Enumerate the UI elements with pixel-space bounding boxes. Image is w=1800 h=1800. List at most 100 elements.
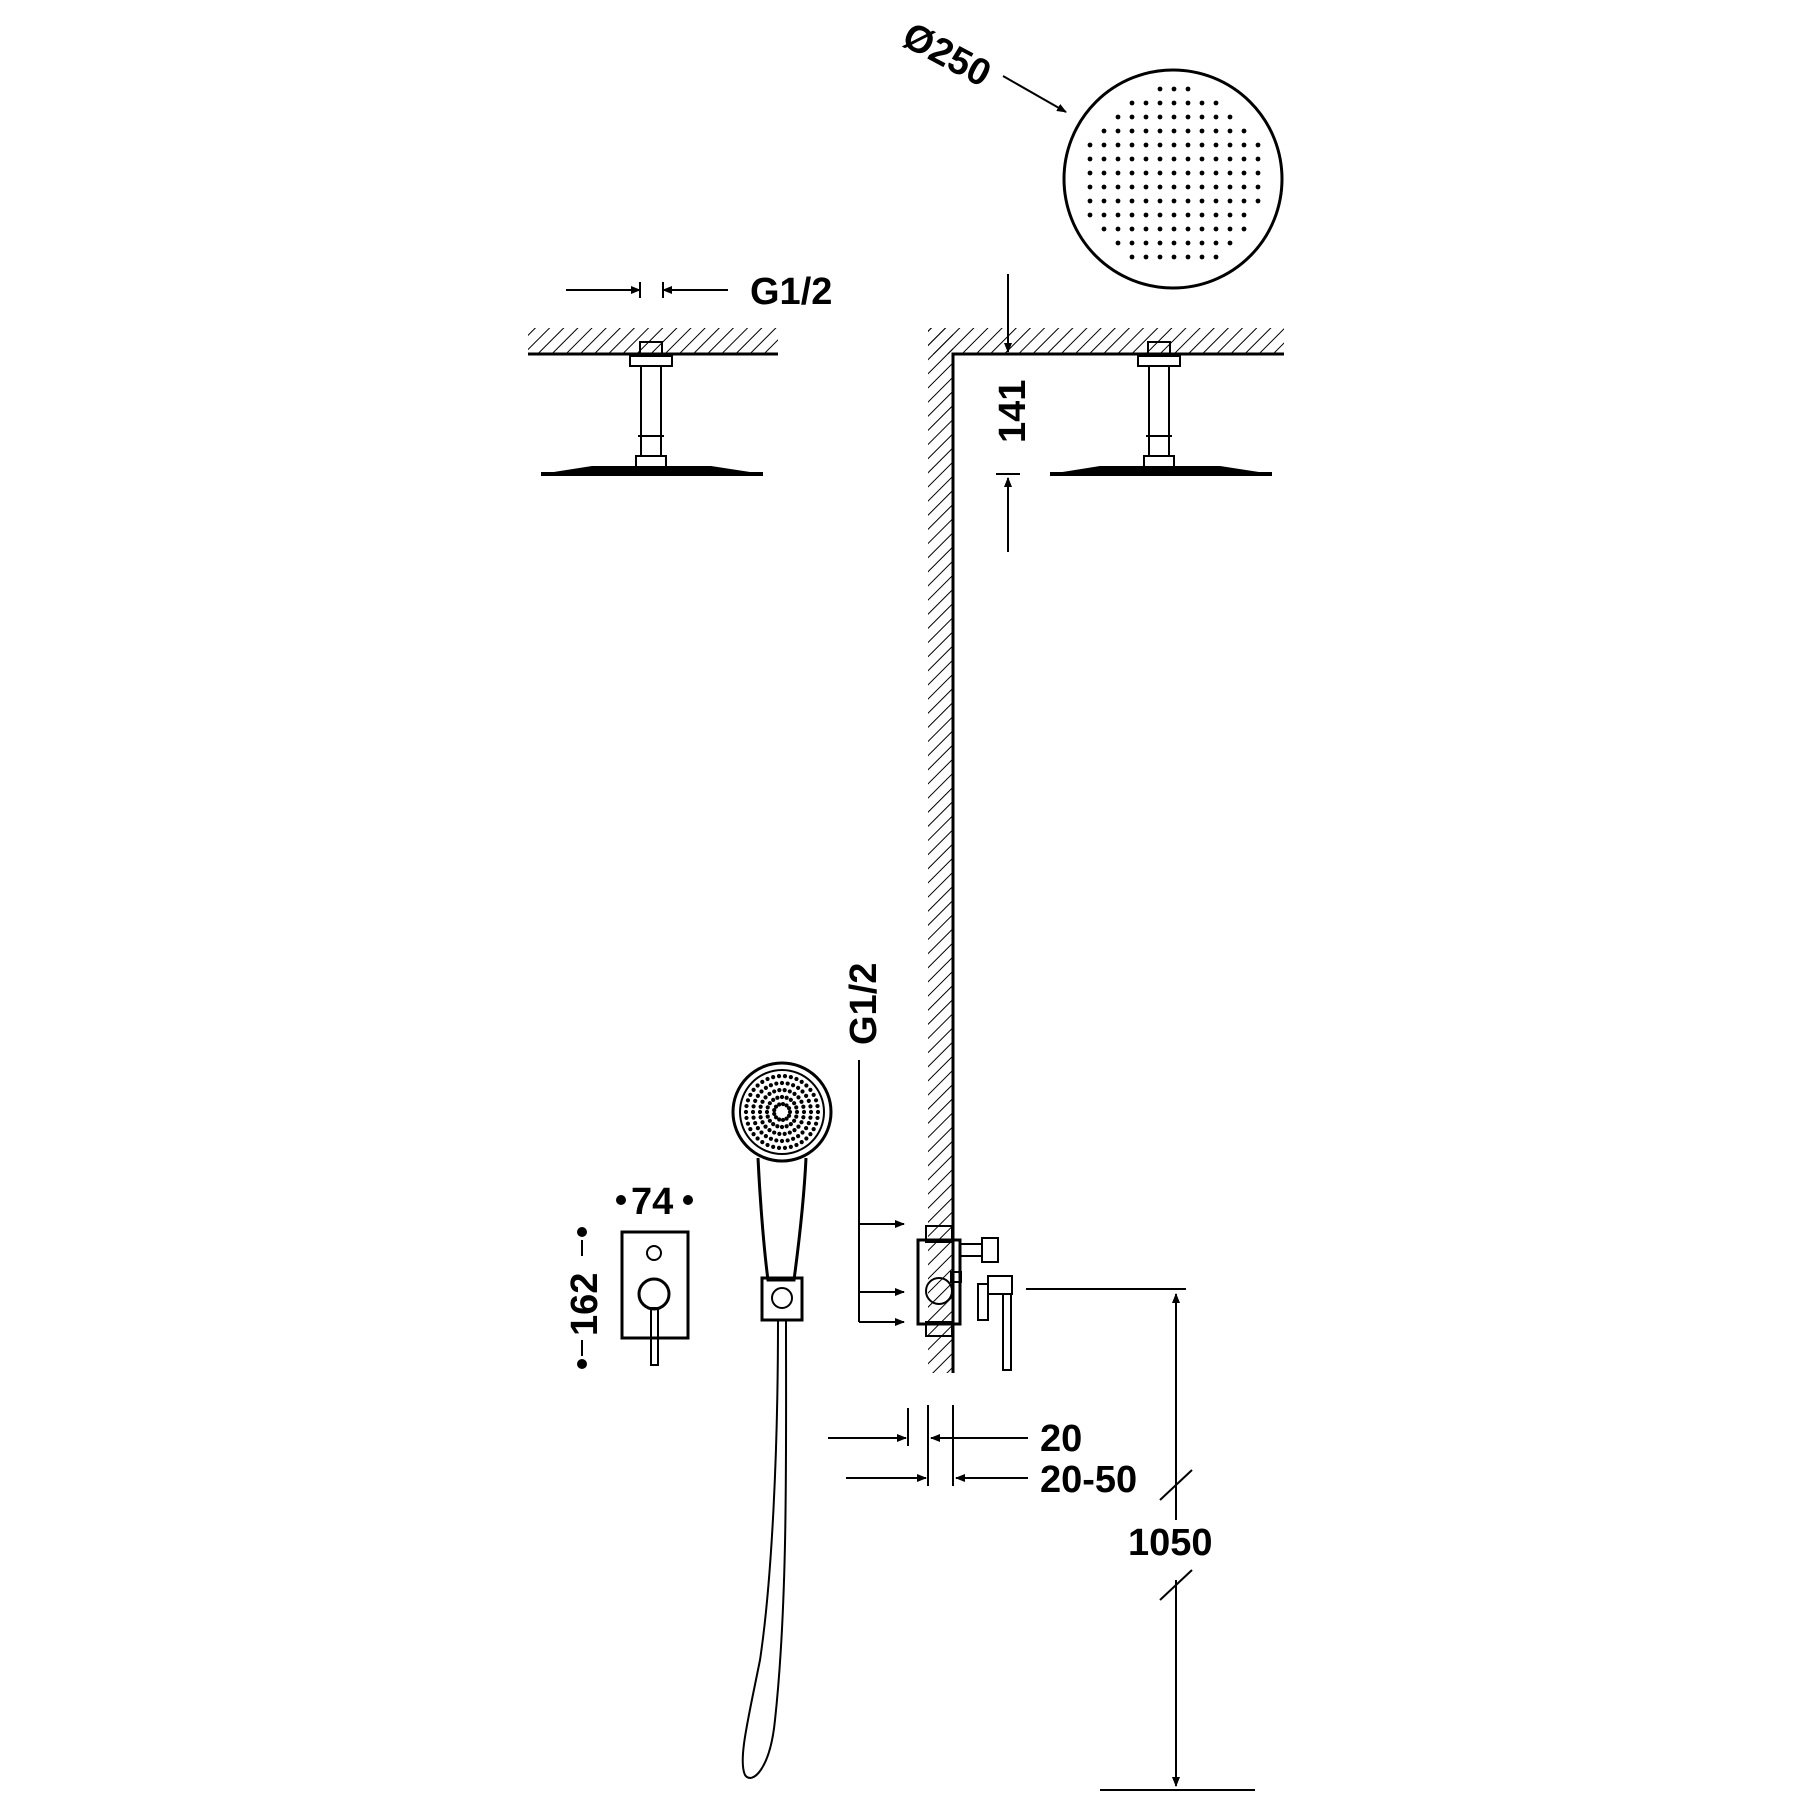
- nozzle-dot: [1143, 170, 1149, 176]
- hand-nozzle-dot: [806, 1120, 811, 1126]
- hand-nozzle-dot: [782, 1145, 788, 1150]
- hand-nozzle-dot: [792, 1091, 797, 1096]
- inlet-thread-label: G1/2: [843, 963, 885, 1045]
- nozzle-dot: [1143, 184, 1149, 190]
- ceiling-thread-label: G1/2: [750, 271, 832, 313]
- nozzle-dot: [1129, 156, 1135, 162]
- nozzle-dot: [1213, 170, 1219, 176]
- nozzle-dot: [1143, 254, 1149, 260]
- hand-nozzle-dot: [765, 1076, 770, 1082]
- hand-nozzle-dot: [808, 1109, 814, 1115]
- nozzle-dot: [1213, 254, 1219, 260]
- wall-hatch: [928, 328, 953, 1373]
- hand-nozzle-dot: [774, 1081, 779, 1086]
- nozzle-dot: [1199, 240, 1205, 246]
- nozzle-dot: [1087, 184, 1093, 190]
- hand-nozzle-dot: [780, 1101, 786, 1107]
- hand-nozzle-dot: [760, 1079, 765, 1084]
- hand-nozzle-dot: [744, 1103, 749, 1109]
- hand-nozzle-dot: [813, 1098, 819, 1103]
- nozzle-dot: [1129, 240, 1135, 246]
- shower-head-diameter-label: Ø250: [896, 15, 998, 96]
- hand-nozzle-dot: [768, 1083, 774, 1088]
- hand-nozzle-dot: [801, 1104, 806, 1109]
- hand-nozzle-dot: [763, 1085, 768, 1090]
- hand-nozzle-dot: [760, 1120, 765, 1125]
- nozzle-dot: [1199, 170, 1205, 176]
- nozzle-dot: [1185, 170, 1191, 176]
- trim-plate-front: 74 162: [564, 1181, 693, 1369]
- hand-nozzle-dot: [773, 1115, 779, 1120]
- nozzle-dot: [1157, 86, 1163, 92]
- hand-nozzle-dot: [772, 1130, 777, 1135]
- nozzle-dot: [1171, 212, 1177, 218]
- nozzle-dot: [1241, 226, 1247, 232]
- hand-nozzle-dot: [786, 1113, 792, 1118]
- hand-nozzle-dot: [808, 1104, 813, 1109]
- nozzle-dot: [1185, 254, 1191, 260]
- hand-nozzle-dot: [777, 1088, 782, 1093]
- nozzle-dot: [1213, 128, 1219, 134]
- nozzle-dot: [1115, 198, 1121, 204]
- nozzle-dot: [1087, 198, 1093, 204]
- hand-nozzle-dot: [779, 1094, 785, 1100]
- nozzle-dot: [1143, 114, 1149, 120]
- nozzle-dot: [1171, 184, 1177, 190]
- wall-offset-label: 20: [1040, 1418, 1082, 1460]
- nozzle-dot: [1213, 212, 1219, 218]
- hand-nozzle-dot: [779, 1080, 785, 1086]
- hand-nozzle-dot: [760, 1099, 765, 1104]
- hand-nozzle-dot: [804, 1126, 809, 1131]
- nozzle-dot: [1157, 100, 1163, 106]
- nozzle-dot: [1185, 86, 1191, 92]
- hand-nozzle-dot: [773, 1104, 779, 1109]
- hand-nozzle-dot: [794, 1114, 799, 1119]
- nozzle-dot: [1199, 100, 1205, 106]
- nozzle-dot: [1171, 128, 1177, 134]
- nozzle-dot: [1185, 114, 1191, 120]
- nozzle-dot: [1157, 212, 1163, 218]
- hand-nozzle-dot: [796, 1095, 801, 1100]
- nozzle-dot: [1227, 128, 1233, 134]
- nozzle-dot: [1241, 142, 1247, 148]
- hand-nozzle-dot: [794, 1109, 800, 1115]
- hand-nozzle-dot: [815, 1103, 820, 1109]
- plate-height-label: 162: [564, 1273, 606, 1336]
- nozzle-dot: [1185, 100, 1191, 106]
- nozzle-dot: [1143, 156, 1149, 162]
- nozzle-dot: [1101, 156, 1107, 162]
- hand-nozzle-dot: [777, 1117, 782, 1122]
- nozzle-dot: [1213, 114, 1219, 120]
- hand-nozzle-dot: [751, 1104, 756, 1109]
- nozzle-dot: [1101, 142, 1107, 148]
- ceiling-hatch-right: [928, 328, 1284, 354]
- hand-nozzle-dot: [792, 1101, 797, 1106]
- nozzle-dot: [1129, 198, 1135, 204]
- nozzle-dot: [1227, 226, 1233, 232]
- nozzle-dot: [1171, 100, 1177, 106]
- hand-nozzle-dot: [777, 1131, 782, 1136]
- hand-nozzle-dot: [767, 1118, 772, 1123]
- nozzle-dot: [1199, 212, 1205, 218]
- nozzle-dot: [1213, 226, 1219, 232]
- nozzle-dot: [1143, 198, 1149, 204]
- hand-nozzle-dot: [753, 1098, 758, 1104]
- hand-nozzle-dot: [799, 1099, 804, 1104]
- hand-nozzle-dot: [745, 1098, 751, 1103]
- nozzle-dot: [1143, 240, 1149, 246]
- nozzle-dot: [1241, 212, 1247, 218]
- nozzle-dot: [1199, 254, 1205, 260]
- nozzle-dot: [1171, 86, 1177, 92]
- nozzle-dot: [1115, 114, 1121, 120]
- hand-nozzle-dot: [755, 1083, 760, 1088]
- nozzle-dot: [1199, 142, 1205, 148]
- hand-nozzle-dot: [744, 1115, 749, 1121]
- nozzle-dot: [1115, 170, 1121, 176]
- nozzle-dot: [1241, 156, 1247, 162]
- hand-nozzle-dot: [786, 1106, 792, 1111]
- hand-nozzle-dot: [801, 1115, 806, 1120]
- hand-nozzle-dot: [808, 1132, 813, 1137]
- hand-nozzle-dot: [755, 1093, 760, 1098]
- hand-nozzle-dot: [765, 1142, 770, 1148]
- nozzle-dot: [1115, 184, 1121, 190]
